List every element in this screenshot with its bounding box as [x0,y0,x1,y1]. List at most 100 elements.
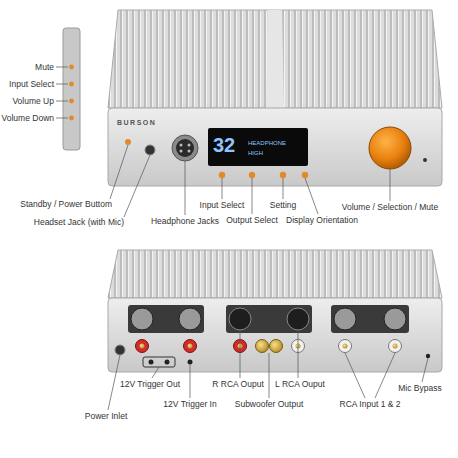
rca-red [184,340,197,353]
display-readout: HEADPHONE [248,140,286,146]
remote-control [63,28,80,150]
rca-red [136,340,149,353]
rca-pin [188,344,193,349]
xlr-plate [226,305,312,333]
callout-label: R RCA Ouput [212,380,264,389]
xlr-pin [180,150,183,153]
rca-pin [343,344,348,349]
trigger-jack [188,360,193,365]
callout-label: Headset Jack (with Mic) [34,218,124,227]
leader-line [375,353,395,398]
leader-line [190,365,191,398]
trigger-bracket [143,357,175,367]
remote-button [69,116,74,121]
front-panel [108,108,442,186]
leader-line [56,84,68,85]
callout-label: Volume Down [2,114,54,123]
leader-line [222,178,223,199]
callout-label: RCA Input 1 & 2 [340,400,401,409]
rear-panel [108,298,442,372]
leader-line [305,178,318,214]
trigger-jack [149,360,154,365]
rear-unit [108,250,442,372]
headset-jack [145,145,155,155]
callout-label: 12V Trigger In [163,400,216,409]
ir-sensor [423,158,427,162]
leader-lines [108,330,428,410]
callout-label: Mute [35,63,54,72]
xlr-headphone-jack [176,139,194,157]
leader-line [152,367,159,378]
rca-pin [140,344,145,349]
leader-line [269,353,270,398]
leader-line [185,161,186,215]
mic-bypass-hole [426,354,430,358]
callout-label: 12V Trigger Out [120,380,180,389]
leader-lines [56,67,390,217]
power-button [125,139,131,145]
xlr-plate [331,305,409,333]
xlr-output [287,308,309,330]
rca-connectors [136,340,402,353]
display-readout: 32 [213,135,235,155]
leader-line [252,178,253,214]
callout-label: Power Inlet [85,412,128,421]
leader-line [56,118,68,119]
trigger-jack [165,360,170,365]
callout-label: L RCA Ouput [275,380,325,389]
remote-body [63,28,80,150]
display-readout: HIGH [248,150,263,156]
leader-line [56,101,68,102]
leader-line [110,145,128,199]
rca-pin [393,344,398,349]
oled-display [208,128,308,166]
xlr-plate [128,305,204,333]
xlr-headphone-jack [172,135,198,161]
leader-line [124,155,150,217]
panel-button [302,172,308,178]
remote-button [69,99,74,104]
volume-knob [369,127,411,169]
leader-line [345,353,365,398]
leader-line [283,178,284,199]
callout-label: Input Select [9,80,54,89]
rca-white [339,340,352,353]
callout-label: Display Orientation [286,216,358,225]
callout-label: Volume Up [12,97,54,106]
leader-line [390,169,391,201]
heatsink-top [108,10,442,108]
xlr-input [179,308,201,330]
xlr-input [384,308,406,330]
callout-label: Volume / Selection / Mute [342,203,438,212]
xlr-pin [188,144,191,147]
leader-line [56,67,68,68]
center-groove [266,10,284,108]
front-unit [108,10,442,186]
xlr-input [334,308,356,330]
brand-logo: BURSON [117,119,156,126]
panel-button [249,172,255,178]
xlr-output [229,308,251,330]
leader-line [108,355,120,410]
xlr-input [131,308,153,330]
remote-button [69,82,74,87]
leader-line [298,330,299,378]
rca-gold [270,340,283,353]
rca-gold [256,340,269,353]
heatsink-top [108,250,442,298]
callout-label: Headphone Jacks [151,217,219,226]
panel-button [280,172,286,178]
callout-label: Subwoofer Output [235,400,304,409]
power-inlet [115,345,125,355]
callout-label: Input Select [200,201,245,210]
leader-line [240,330,241,378]
callout-label: Setting [270,201,296,210]
xlr-connectors [128,305,409,333]
remote-button [69,65,74,70]
leader-line [422,358,428,382]
rca-white [389,340,402,353]
xlr-pin [180,144,183,147]
